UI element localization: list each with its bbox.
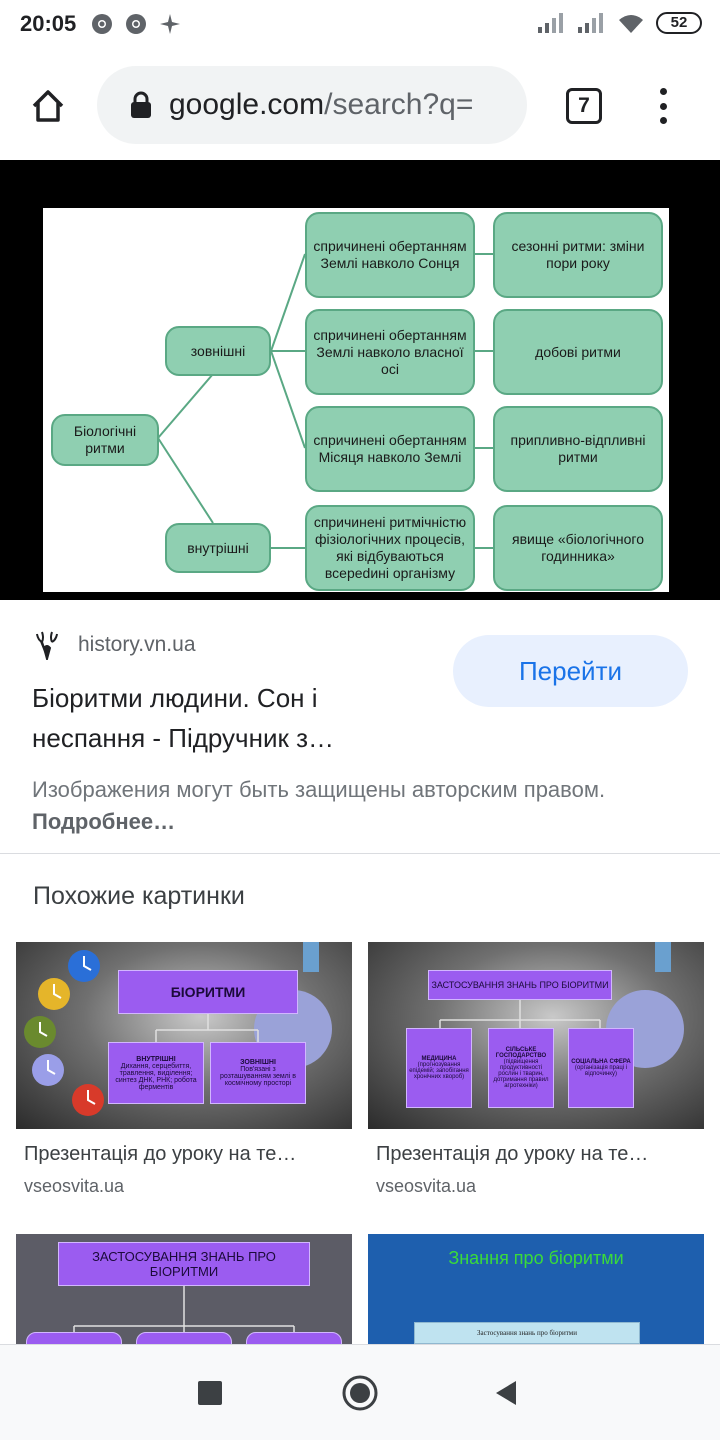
status-right: 52 (536, 12, 702, 34)
url-bar[interactable]: google.com/search?q= (97, 66, 527, 144)
similar-image-2-caption[interactable]: Презентація до уроку на те… (376, 1143, 649, 1165)
slide-subtitle-box: Застосування знань про біоритми (414, 1322, 640, 1344)
home-icon (32, 90, 64, 122)
node-external: зовнішні (165, 326, 271, 376)
menu-dot (659, 102, 667, 110)
menu-dot (659, 117, 667, 124)
clock-icon (72, 1084, 104, 1116)
notification-icons (90, 12, 182, 36)
slide-box (246, 1332, 342, 1344)
node-internal: внутрішні (165, 523, 271, 573)
signal-icon (538, 13, 563, 33)
chrome-notification-icon (126, 14, 146, 34)
slide-title-box: ЗАСТОСУВАННЯ ЗНАНЬ ПРО БІОРИТМИ (58, 1242, 310, 1286)
similar-image-2-domain: vseosvita.ua (376, 1176, 477, 1196)
node-cause-1: спричинені обертанням Землі навколо Сонц… (305, 212, 475, 298)
home-button[interactable] (26, 84, 70, 128)
slide-connectors (439, 1000, 601, 1028)
slide-box-agriculture: СІЛЬСЬКЕ ГОСПОДАРСТВО(підвищення продукт… (488, 1028, 554, 1108)
slide-title-box: ЗАСТОСУВАННЯ ЗНАНЬ ПРО БІОРИТМИ (428, 970, 612, 1000)
clock-icon (24, 1016, 56, 1048)
signal-icon (578, 13, 603, 33)
slide-tab-decoration (303, 942, 319, 972)
browser-toolbar: google.com/search?q= 7 (0, 50, 720, 160)
node-cause-4: спричинені ритмічністю фізіологічних про… (305, 505, 475, 591)
biorhythm-diagram: Біологічні ритми зовнішні внутрішні спри… (43, 208, 669, 592)
chrome-notification-icon (92, 14, 112, 34)
url-text: google.com/search?q= (169, 88, 474, 121)
image-viewer[interactable]: Біологічні ритми зовнішні внутрішні спри… (0, 160, 720, 600)
visit-button[interactable]: Перейти (453, 635, 688, 707)
slide-box (136, 1332, 232, 1344)
divider (0, 853, 720, 854)
clock-icon (68, 950, 100, 982)
similar-image-3[interactable]: ЗАСТОСУВАННЯ ЗНАНЬ ПРО БІОРИТМИ (16, 1234, 352, 1344)
node-cause-2: спричинені обертанням Землі навколо влас… (305, 309, 475, 395)
back-triangle-icon (496, 1381, 516, 1405)
menu-dot (659, 88, 667, 95)
similar-images-heading: Похожие картинки (33, 882, 245, 910)
clock-icon (32, 1054, 64, 1086)
copyright-notice: Изображения могут быть защищены авторски… (32, 777, 606, 834)
back-button[interactable] (482, 1369, 530, 1417)
wifi-icon (619, 15, 643, 33)
node-root: Біологічні ритми (51, 414, 159, 466)
result-title[interactable]: Біоритми людини. Сон і неспання - Підруч… (32, 683, 335, 753)
source-domain: history.vn.ua (78, 633, 196, 656)
status-time: 20:05 (20, 11, 77, 36)
node-result-3: припливно-відпливні ритми (493, 406, 663, 492)
learn-more-link[interactable]: Подробнее… (32, 809, 176, 834)
slide-box-medicine: МЕДИЦИНА(прогнозування епідемій; запобіг… (406, 1028, 472, 1108)
battery-indicator: 52 (656, 12, 702, 34)
lock-icon (131, 91, 151, 118)
node-result-2: добові ритми (493, 309, 663, 395)
similar-image-4[interactable]: Знання про біоритми Застосування знань п… (368, 1234, 704, 1344)
circle-icon (342, 1375, 378, 1411)
slide-box (26, 1332, 122, 1344)
slide-title-box: БІОРИТМИ (118, 970, 298, 1014)
overflow-menu-button[interactable] (650, 84, 676, 128)
home-nav-button[interactable] (336, 1369, 384, 1417)
deer-favicon-icon (36, 631, 58, 660)
system-nav-bar (0, 1344, 720, 1440)
slide-connectors (155, 1014, 259, 1042)
similar-image-1-caption[interactable]: Презентація до уроку на те… (24, 1143, 297, 1165)
similar-image-1-domain: vseosvita.ua (24, 1176, 125, 1196)
slide-title: Знання про біоритми (448, 1248, 624, 1268)
source-row[interactable]: history.vn.ua (34, 630, 196, 660)
similar-image-2[interactable]: ЗАСТОСУВАННЯ ЗНАНЬ ПРО БІОРИТМИ МЕДИЦИНА… (368, 942, 704, 1129)
tab-switcher-button[interactable]: 7 (566, 88, 602, 124)
recents-button[interactable] (186, 1369, 234, 1417)
node-result-4: явище «біологічного годинника» (493, 505, 663, 591)
square-icon (198, 1381, 222, 1405)
slide-box-social: СОЦІАЛЬНА СФЕРА(організація праці і відп… (568, 1028, 634, 1108)
slide-connectors (73, 1286, 295, 1334)
node-result-1: сезонні ритми: зміни пори року (493, 212, 663, 298)
node-cause-3: спричинені обертанням Місяця навколо Зем… (305, 406, 475, 492)
clock-icon (38, 978, 70, 1010)
status-bar: 20:05 52 (0, 0, 720, 50)
pinwheel-icon (160, 14, 180, 34)
slide-tab-decoration (655, 942, 671, 972)
